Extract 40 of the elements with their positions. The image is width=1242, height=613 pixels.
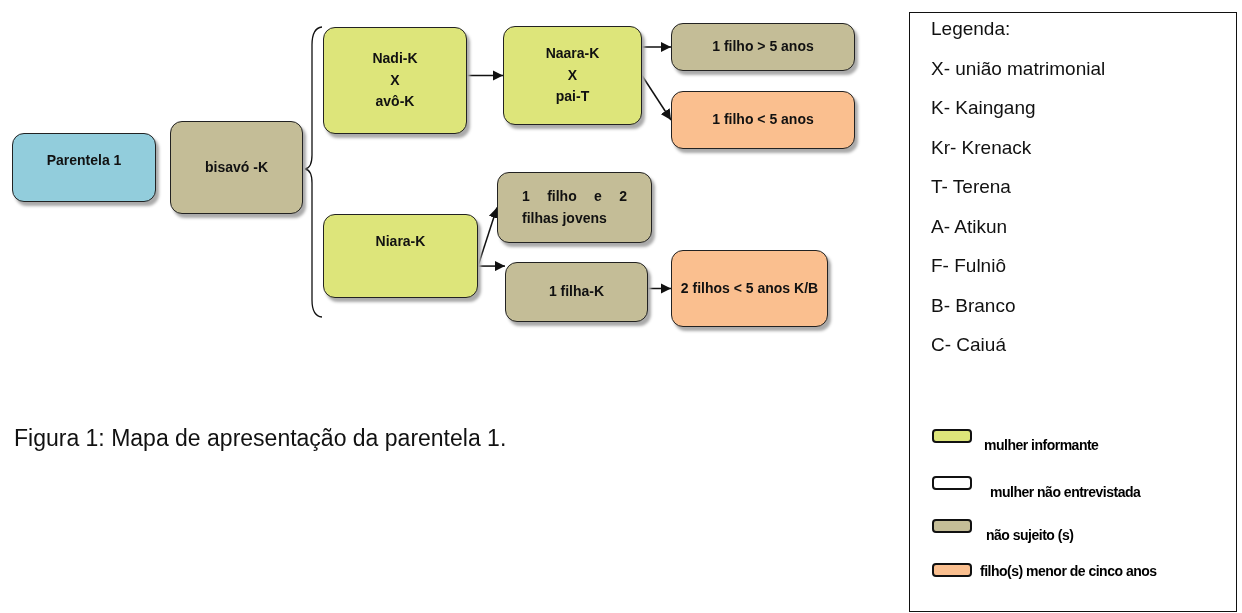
person-box	[497, 172, 652, 243]
node-text: 1 filho > 5 anos	[712, 37, 814, 57]
node-text: Parentela 1	[46, 151, 122, 170]
arrow	[647, 283, 672, 294]
figure-caption: Figura 1: Mapa de apresentação da parentela 1.	[14, 425, 507, 452]
legend-text: filho(s) menor de cinco anos	[980, 563, 1157, 579]
person-box	[503, 26, 642, 125]
legend-abbreviation: T- Terena	[931, 176, 1011, 198]
node-text: Niara-K	[375, 232, 426, 251]
arrow	[641, 41, 672, 53]
arrow	[477, 206, 499, 267]
legend-abbreviation: Legenda:	[931, 18, 1011, 40]
node-text: Nadi-K X avô-K	[371, 48, 419, 112]
person-box	[323, 214, 478, 298]
legend-text: mulher informante	[984, 437, 1099, 453]
legend-abbreviation: C- Caiuá	[931, 334, 1006, 356]
legend-abbreviation: X- união matrimonial	[931, 57, 1106, 80]
node-text: Naara-K X pai-T	[544, 43, 601, 107]
person-box	[671, 250, 828, 327]
node-text: 1 filho < 5 anos	[712, 110, 814, 130]
arrow	[466, 70, 504, 81]
person-box	[671, 91, 855, 149]
node-text: bisavó -K	[205, 157, 268, 177]
person-box	[170, 121, 303, 214]
node-text: 1 filho e 2 filhas jovens	[522, 186, 627, 228]
person-box	[505, 262, 648, 322]
legend-abbreviation: B- Branco	[931, 294, 1016, 317]
root-box	[12, 133, 156, 202]
arrow	[641, 74, 672, 121]
legend-text: não sujeito (s)	[986, 527, 1074, 543]
legend-abbreviation: A- Atikun	[931, 215, 1008, 238]
person-box	[671, 23, 855, 71]
legend-abbreviation: Kr- Krenack	[931, 136, 1032, 159]
person-box	[323, 27, 467, 134]
node-text: 1 filha-K	[548, 282, 605, 302]
arrow	[477, 260, 506, 272]
node-text: 2 filhos < 5 anos K/B	[680, 278, 819, 298]
legend-text: mulher não entrevistada	[990, 484, 1141, 500]
legend-abbreviation: K- Kaingang	[931, 97, 1036, 119]
legend-abbreviation: F- Fulniô	[931, 255, 1006, 277]
